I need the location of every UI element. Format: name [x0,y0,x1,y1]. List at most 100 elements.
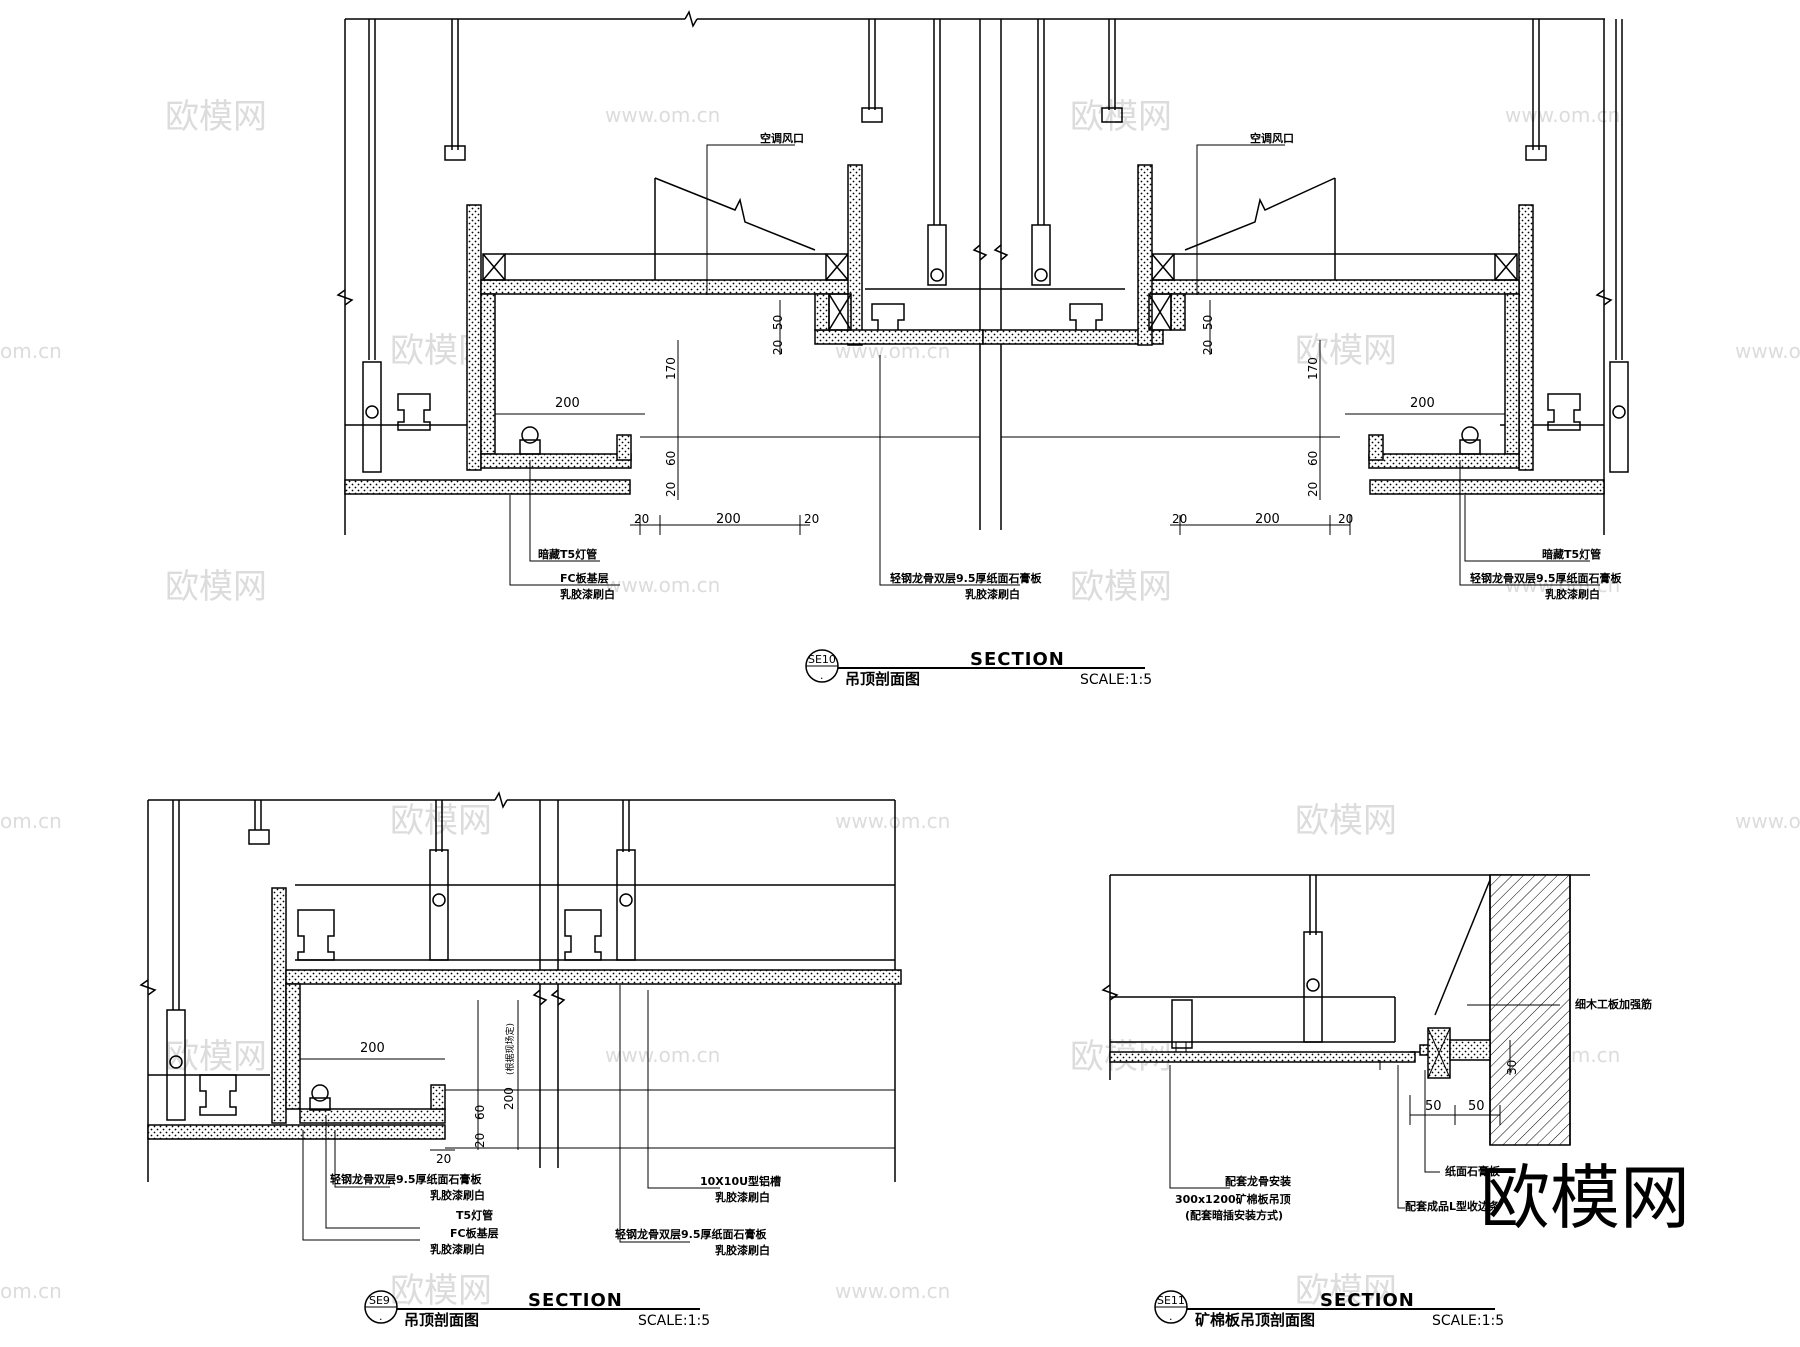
se11-label-a-1: 配套龙骨安装 [1225,1174,1291,1188]
se10-label-right-2: 乳胶漆刷白 [1545,587,1600,601]
se9-label-c-2: 乳胶漆刷白 [430,1242,485,1256]
se10-text: 空调风口 空调风口 200 200 50 20 50 20 170 170 60… [538,131,1622,601]
se11-tag-sub: . [1169,1310,1173,1323]
watermark-logo: 欧模网 [1070,97,1172,137]
se11-section: SECTION [1320,1290,1415,1311]
watermark-url: www.om.cn [1735,809,1800,833]
brand-logo-text: 欧模网 [1480,1157,1690,1239]
watermark-url: om.cn [0,1279,62,1303]
se10-dim-170-left: 170 [664,357,678,380]
watermark-url: om.cn [0,339,62,363]
watermark-logo: 欧模网 [1295,331,1397,371]
se10-dim-bottom-right-1: 20 [1172,512,1187,526]
se9-label-a-1: 轻钢龙骨双层9.5厚纸面石膏板 [330,1172,482,1186]
se11-dim-50b: 50 [1468,1099,1485,1114]
se10-name: 吊顶剖面图 [845,670,920,688]
watermark-logo: 欧模网 [1295,801,1397,841]
se10-scale: SCALE:1:5 [1080,672,1152,688]
se10-title-block: SE10 . 吊顶剖面图 SECTION SCALE:1:5 [805,649,1152,688]
se10-label-mid-2: 乳胶漆刷白 [965,587,1020,601]
se10-label-fc-1: FC板基层 [560,571,609,585]
se9-tag-sub: . [379,1310,383,1323]
se11-label-a-2: 300x1200矿棉板吊顶 [1175,1192,1291,1206]
watermark-brand-logo: 欧模网 [1480,1157,1690,1239]
se11-dim-50a: 50 [1425,1099,1442,1114]
se10-label-right-1: 轻钢龙骨双层9.5厚纸面石膏板 [1470,571,1622,585]
watermark-logo: 欧模网 [165,567,267,607]
section-se10 [336,10,1629,586]
watermark-logo: 欧模网 [165,1037,267,1077]
se9-label-d-2: 乳胶漆刷白 [715,1190,770,1204]
se9-title-block: SE9 . 吊顶剖面图 SECTION SCALE:1:5 [364,1290,710,1329]
se10-dim-bottom-left-3: 20 [804,512,819,526]
se10-tag: SE10 [808,653,836,666]
se9-dim-note: (根据现场定) [504,1023,516,1075]
se10-dim-60-left: 60 [664,451,678,466]
watermark-url: www.om.cn [605,1043,720,1067]
se11-label-b-1: 纸面石膏板 [1445,1164,1501,1178]
se10-dim-bottom-right-2: 200 [1255,512,1280,527]
se9-dim-20b: 20 [436,1152,451,1166]
se10-dim-200-right: 200 [1410,396,1435,411]
se10-dim-60-right: 60 [1306,451,1320,466]
se10-dim-20-left: 20 [771,340,785,355]
se10-dim-20b-left: 20 [664,482,678,497]
se10-dim-bottom-right-3: 20 [1338,512,1353,526]
section-se9 [139,791,902,1243]
se9-tag: SE9 [369,1294,390,1307]
watermark-url: www.om.cn [605,573,720,597]
se10-label-t5-right: 暗藏T5灯管 [1542,547,1601,561]
section-se11 [1101,874,1590,1209]
watermark-logo: 欧模网 [1070,567,1172,607]
se10-dim-bottom-left-1: 20 [634,512,649,526]
se11-scale: SCALE:1:5 [1432,1313,1504,1329]
se10-dim-20b-right: 20 [1306,482,1320,497]
se10-callout-air: 空调风口 [760,131,804,145]
se9-dim-200v: 200 [502,1087,516,1110]
se11-label-b-2: 配套成品L型收边条 [1405,1199,1501,1213]
se9-name: 吊顶剖面图 [404,1311,479,1329]
se11-label-wood: 细木工板加强筋 [1575,997,1652,1011]
se9-label-a-2: 乳胶漆刷白 [430,1188,485,1202]
watermark-logo: 欧模网 [165,97,267,137]
se10-dim-50-right: 50 [1201,315,1215,330]
se11-tag: SE11 [1157,1294,1185,1307]
se10-label-mid-1: 轻钢龙骨双层9.5厚纸面石膏板 [890,571,1042,585]
watermark-url: www.om.cn [1735,339,1800,363]
se10-label-t5-left: 暗藏T5灯管 [538,547,597,561]
se9-label-b: T5灯管 [456,1208,493,1222]
se10-tag-sub: . [820,669,824,682]
se11-label-a-3: (配套暗插安装方式) [1185,1208,1283,1222]
se11-text: 细木工板加强筋 30 50 50 配套龙骨安装 300x1200矿棉板吊顶 (配… [1175,997,1652,1222]
se9-dim-20: 20 [473,1133,487,1148]
watermark-url: www.om.cn [1505,103,1620,127]
se10-dim-bottom-left-2: 200 [716,512,741,527]
se11-name: 矿棉板吊顶剖面图 [1195,1311,1315,1329]
watermark-logo: 欧模网 [390,1271,492,1311]
se9-label-e-1: 轻钢龙骨双层9.5厚纸面石膏板 [615,1227,767,1241]
watermark-url: www.om.cn [605,103,720,127]
watermarks: 欧模网 www.om.cn 欧模网 www.om.cn om.cn 欧模网 ww… [0,97,1800,1311]
se10-section: SECTION [970,649,1065,670]
se10-dim-50-left: 50 [771,315,785,330]
se9-dim-200: 200 [360,1041,385,1056]
watermark-url: om.cn [0,809,62,833]
se9-section: SECTION [528,1290,623,1311]
watermark-logo: 欧模网 [1295,1271,1397,1311]
se10-dim-200-left: 200 [555,396,580,411]
se10-dim-20-right: 20 [1201,340,1215,355]
se9-dim-60: 60 [473,1105,487,1120]
se10-label-fc-2: 乳胶漆刷白 [560,587,615,601]
se10-callout-air-right: 空调风口 [1250,131,1294,145]
watermark-url: www.om.cn [835,1279,950,1303]
se11-dim-30: 30 [1505,1060,1519,1075]
watermark-url: www.om.cn [835,809,950,833]
se9-label-d-1: 10X10U型铝槽 [700,1174,781,1188]
se10-dim-170-right: 170 [1306,357,1320,380]
se9-label-e-2: 乳胶漆刷白 [715,1243,770,1257]
watermark-logo: 欧模网 [390,801,492,841]
se9-text: 200 60 20 200 (根据现场定) 20 轻钢龙骨双层9.5厚纸面石膏板… [330,1023,781,1257]
se11-title-block: SE11 . 矿棉板吊顶剖面图 SECTION SCALE:1:5 [1154,1290,1504,1329]
se9-scale: SCALE:1:5 [638,1313,710,1329]
